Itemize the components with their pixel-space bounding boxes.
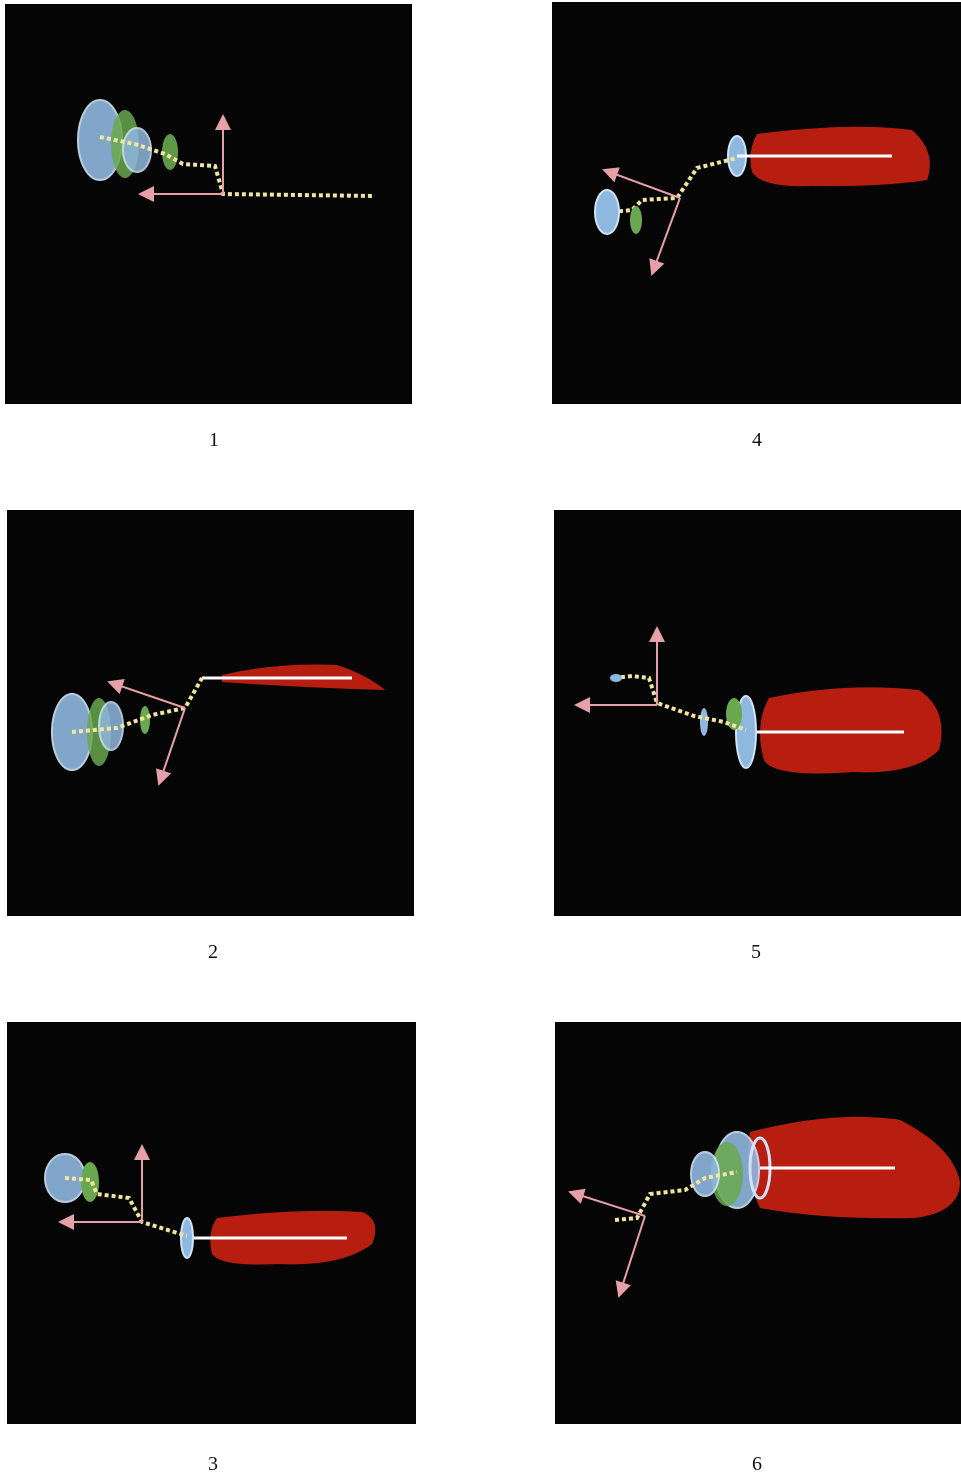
- frame-3-scene: [7, 1022, 416, 1424]
- frame-3-caption: 3: [193, 1452, 233, 1476]
- frame-4-render: [552, 2, 961, 404]
- frame-1-scene: [5, 4, 412, 404]
- blue-disc: [610, 674, 622, 682]
- blue-disc: [691, 1152, 719, 1196]
- frame-2-scene: [7, 510, 414, 916]
- frame-2-caption: 2: [193, 940, 233, 964]
- blue-disc: [595, 190, 619, 234]
- axis-arrow: [652, 198, 680, 274]
- axis-arrow: [159, 708, 185, 784]
- blue-disc: [123, 128, 151, 172]
- axis-arrow: [109, 682, 185, 708]
- frame-6-caption: 6: [737, 1452, 777, 1476]
- frame-3-render: [7, 1022, 416, 1424]
- joint-chain: [612, 158, 737, 212]
- frame-6-scene: [555, 1022, 961, 1424]
- blue-disc: [700, 708, 708, 736]
- green-disc: [630, 206, 642, 234]
- blue-disc: [181, 1218, 193, 1258]
- frame-4-caption: 4: [737, 428, 777, 452]
- red-body-shape: [760, 687, 942, 773]
- frame-4-scene: [552, 2, 961, 404]
- frame-1-caption: 1: [194, 428, 234, 452]
- green-disc: [81, 1162, 99, 1202]
- blue-disc: [99, 702, 123, 750]
- frame-2-render: [7, 510, 414, 916]
- frame-5-caption: 5: [736, 940, 776, 964]
- frame-1-render: [5, 4, 412, 404]
- frame-5-render: [554, 510, 961, 916]
- axis-arrow: [604, 170, 680, 198]
- joint-chain: [614, 676, 746, 730]
- frame-5-scene: [554, 510, 961, 916]
- axis-arrow: [570, 1192, 645, 1216]
- axis-arrow: [619, 1216, 645, 1296]
- frame-6-render: [555, 1022, 961, 1424]
